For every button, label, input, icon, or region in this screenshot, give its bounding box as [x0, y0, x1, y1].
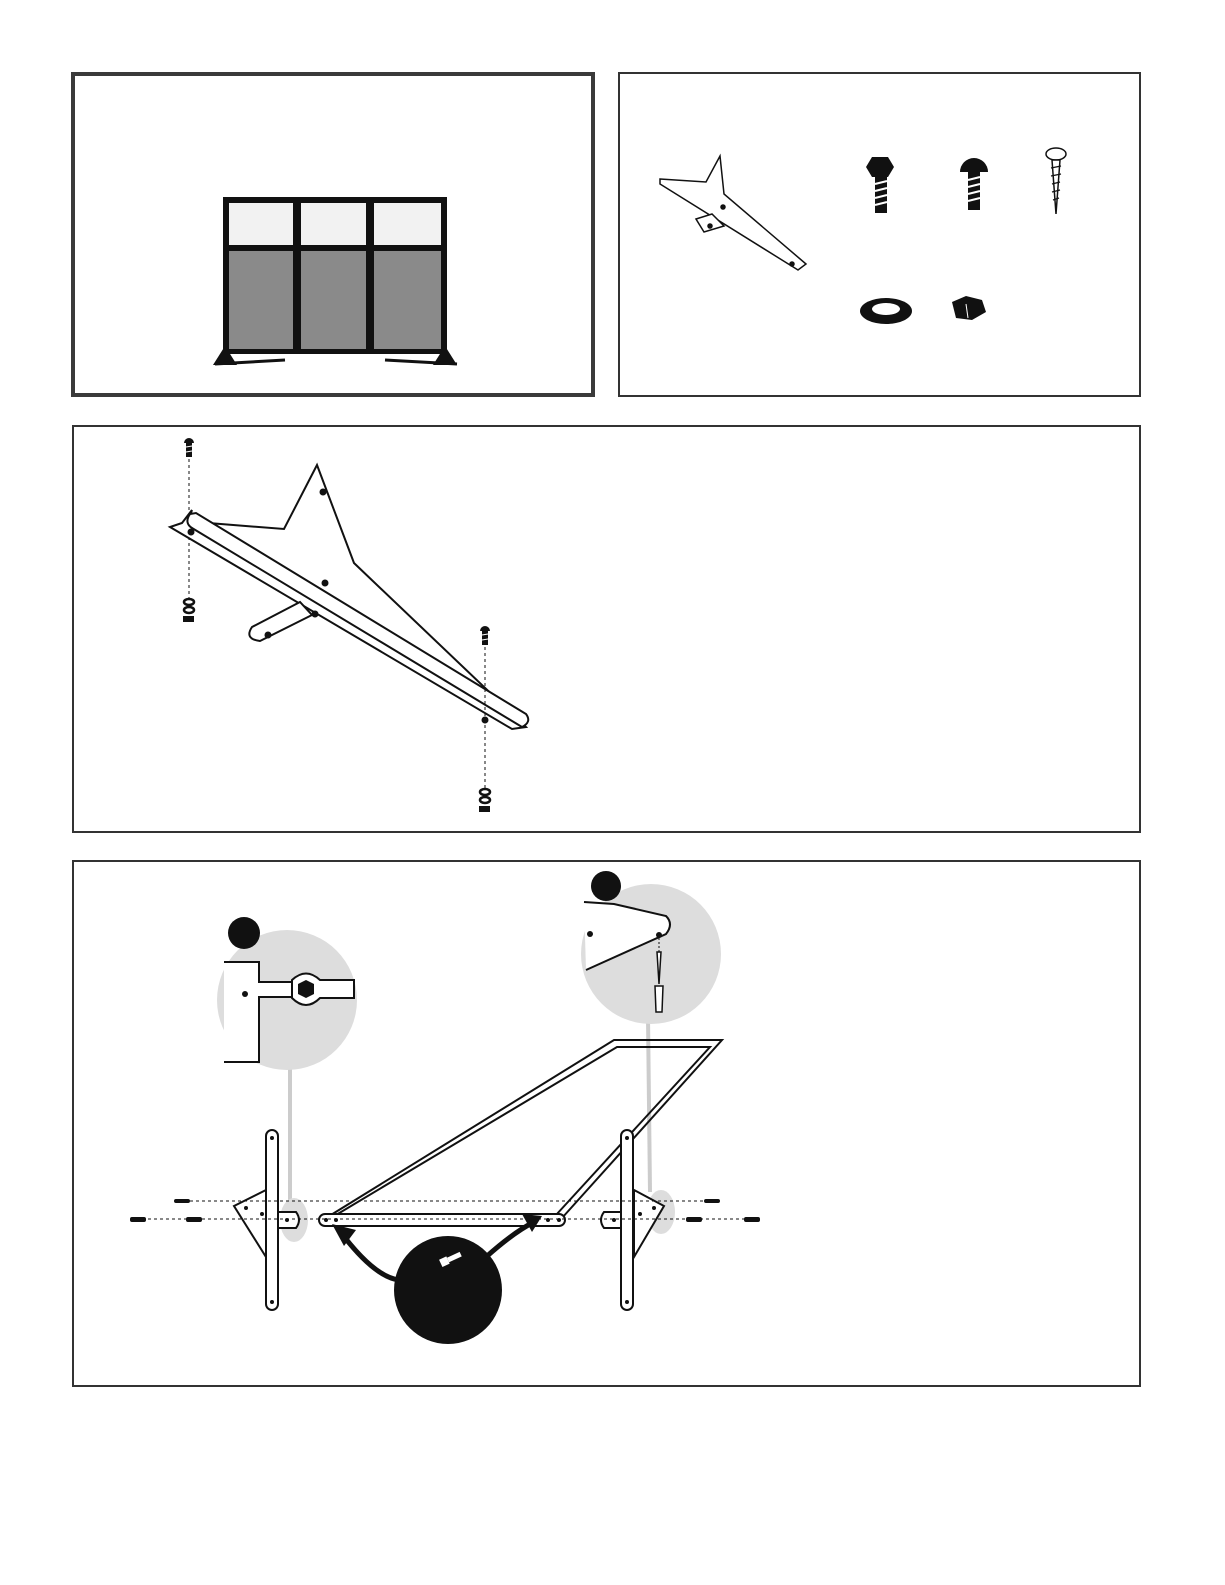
room-divider-icon: [75, 76, 591, 393]
screwdriver-detail-icon: [581, 871, 721, 1024]
base-assembly-illustration: [74, 862, 1139, 1385]
wrench-detail-icon: [217, 917, 357, 1070]
bolt-icon: [480, 626, 490, 645]
base-assembly-panel: [72, 860, 1141, 1387]
bolt-callout-icon: [332, 1214, 542, 1344]
foot-assembly-panel: [72, 425, 1141, 833]
left-foot-assembly: [234, 1130, 308, 1310]
window-pane-2: [301, 203, 366, 245]
finished-partition-panel: [71, 72, 595, 397]
leader-line-right: [648, 1017, 650, 1192]
right-foot-assembly: [601, 1130, 675, 1310]
fabric-panel-1: [229, 251, 293, 349]
hex-bolt-icon: [866, 157, 894, 213]
washer-icon: [184, 599, 194, 613]
wood-screw-icon: [1046, 148, 1066, 214]
round-head-bolt-icon: [960, 158, 988, 210]
hardware-kit-panel: [618, 72, 1141, 397]
stabilizer-foot-icon: [170, 465, 528, 729]
washer-icon: [480, 789, 490, 803]
fabric-panel-2: [301, 251, 366, 349]
hex-nut-icon: [952, 296, 986, 320]
nut-icon: [183, 616, 194, 622]
hardware-kit-illustration: [620, 74, 1139, 395]
bolt-icon: [184, 438, 194, 457]
nut-icon: [479, 806, 490, 812]
stabilizer-foot-icon: [660, 156, 806, 270]
fabric-panel-3: [374, 251, 441, 349]
washer-icon: [860, 298, 912, 324]
foot-assembly-illustration: [74, 427, 1139, 831]
window-pane-1: [229, 203, 293, 245]
window-pane-3: [374, 203, 441, 245]
